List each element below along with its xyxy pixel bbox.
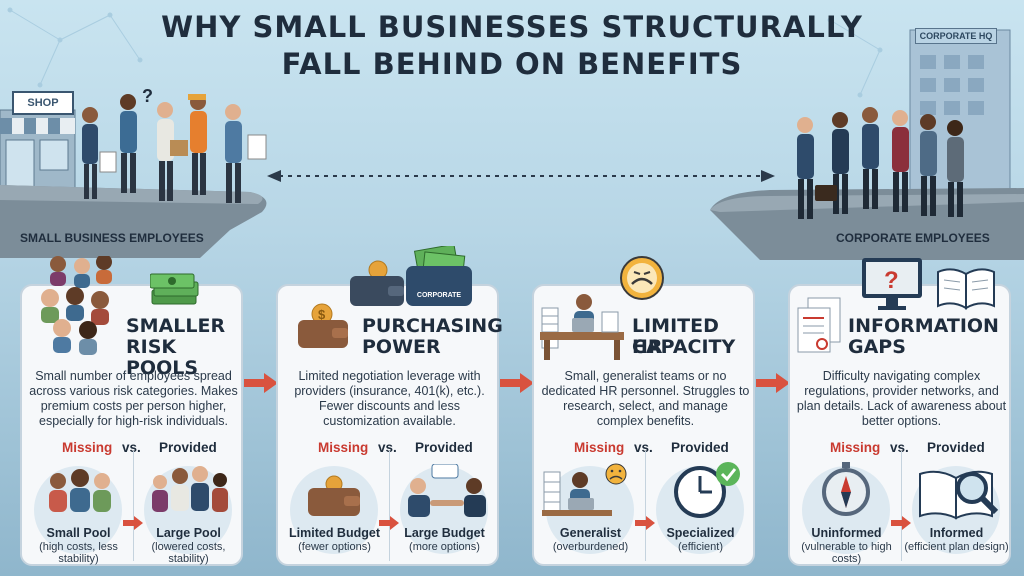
panel-title-line-1: LIMITED HR — [632, 315, 719, 358]
panel-limited-hr-capacity: LIMITED HR CAPACITY Small, generalist te… — [532, 256, 755, 566]
small-business-employees-label: SMALL BUSINESS EMPLOYEES — [20, 231, 204, 245]
vs-label: vs. — [122, 440, 141, 455]
panel-title-line-1: PURCHASING — [362, 315, 503, 337]
panel-title-line-2: GAPS — [848, 336, 906, 358]
large-group-icon — [152, 466, 228, 512]
mini-arrow-icon — [891, 516, 911, 530]
small-pool-sub: (high costs, less stability) — [39, 541, 118, 565]
open-book-icon — [937, 268, 995, 310]
panel-title-line-2: CAPACITY — [632, 336, 736, 358]
missing-label: Missing — [62, 440, 113, 455]
mini-arrow-icon — [123, 516, 143, 530]
vs-label: vs. — [890, 440, 909, 455]
corporate-hq-sign: CORPORATE HQ — [915, 28, 997, 44]
panel-description: Small, generalist teams or no dedicated … — [541, 369, 750, 428]
uninformed-label: Uninformed — [811, 526, 882, 540]
limited-budget-sub: (fewer options) — [298, 541, 371, 553]
mini-arrow-icon — [379, 516, 399, 530]
right-cliff-scene — [710, 29, 1024, 260]
missing-label: Missing — [318, 440, 369, 455]
page-title-line-1: WHY SMALL BUSINESSES STRUCTURALLY — [161, 10, 863, 44]
missing-label: Missing — [574, 440, 625, 455]
svg-text:?: ? — [884, 267, 899, 294]
panel-purchasing-power: CORPORATE $ PURCHASING POWER Limited neg… — [276, 246, 503, 566]
clock-icon — [620, 256, 664, 300]
panel-description: Small number of employees spread across … — [29, 369, 238, 428]
column-divider — [389, 451, 390, 561]
specialized-label: Specialized — [666, 526, 735, 540]
vs-label: vs. — [634, 440, 653, 455]
informed-label: Informed — [929, 526, 984, 540]
people-group-icon — [41, 256, 112, 355]
wallet-coin-icon — [350, 260, 404, 306]
vs-label: vs. — [378, 440, 397, 455]
provided-label: Provided — [927, 440, 985, 455]
column-divider — [133, 451, 134, 561]
money-stack-icon — [150, 273, 199, 305]
large-pool-sub: (lowered costs, stability) — [151, 541, 226, 565]
flow-arrow-2 — [500, 373, 534, 393]
svg-text:$: $ — [318, 307, 326, 322]
svg-text:?: ? — [142, 86, 153, 106]
magnifier-book-icon — [919, 470, 999, 520]
large-budget-sub: (more options) — [409, 541, 480, 553]
efficient-clock-check-icon — [674, 462, 740, 518]
uninformed-sub: (vulnerable to high costs) — [801, 541, 892, 565]
large-pool-label: Large Pool — [156, 526, 221, 540]
monitor-question-icon: ? — [862, 258, 922, 310]
wallet-dollar-icon: $ — [298, 303, 348, 348]
shop-sign: SHOP — [12, 91, 74, 115]
compass-icon — [822, 462, 870, 516]
documents-icon — [797, 297, 841, 353]
handshake-deal-icon — [408, 464, 486, 517]
column-divider — [901, 451, 902, 561]
page-title-line-2: FALL BEHIND ON BENEFITS — [281, 47, 743, 81]
gap-double-arrow — [267, 170, 775, 182]
corporate-wallet-icon — [406, 246, 472, 306]
small-wallet-icon — [308, 475, 360, 516]
small-pool-label: Small Pool — [46, 526, 111, 540]
large-budget-label: Large Budget — [404, 526, 485, 540]
provided-label: Provided — [671, 440, 729, 455]
panel-title-line-1: SMALLER — [126, 315, 226, 337]
network-lines-decoration — [7, 7, 883, 98]
small-group-icon — [49, 469, 111, 512]
column-divider — [645, 451, 646, 561]
corporate-wallet-label: CORPORATE — [416, 292, 462, 299]
missing-label: Missing — [830, 440, 881, 455]
panel-title-line-2: RISK POOLS — [126, 336, 199, 379]
panel-title-line-2: POWER — [362, 336, 441, 358]
overwhelmed-desk-icon — [540, 294, 624, 360]
mini-arrow-icon — [635, 516, 655, 530]
panel-information-gaps: ? INFORMATION GAPS Difficulty navigating… — [788, 258, 1011, 566]
informed-sub: (efficient plan design) — [904, 541, 1009, 553]
generalist-sub: (overburdened) — [552, 541, 629, 553]
panel-description: Limited negotiation leverage with provid… — [294, 369, 485, 428]
panel-smaller-risk-pools: SMALLER RISK POOLS Small number of emplo… — [20, 256, 243, 566]
corporate-employees-label: CORPORATE EMPLOYEES — [836, 231, 990, 245]
generalist-label: Generalist — [559, 526, 622, 540]
panel-title-line-1: INFORMATION — [848, 315, 999, 337]
flow-arrow-1 — [244, 373, 278, 393]
provided-label: Provided — [415, 440, 473, 455]
provided-label: Provided — [159, 440, 217, 455]
panel-description: Difficulty navigating complex regulation… — [796, 369, 1007, 428]
flow-arrow-3 — [756, 373, 790, 393]
left-cliff-scene: ? — [0, 86, 267, 258]
limited-budget-label: Limited Budget — [289, 526, 380, 540]
overburdened-worker-icon — [542, 463, 627, 516]
specialized-sub: (efficient) — [677, 541, 724, 553]
